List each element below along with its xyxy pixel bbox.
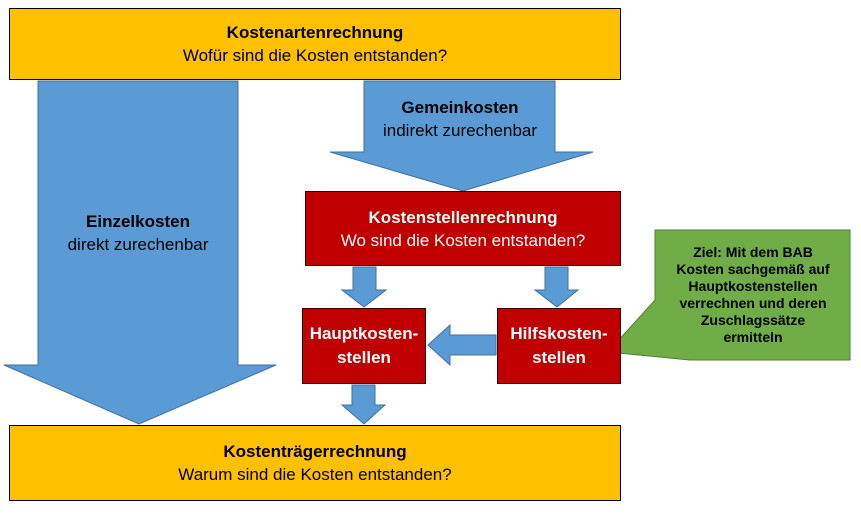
kostentraegerrechnung-title: Kostenträgerrechnung — [223, 442, 407, 461]
hauptkostenstellen-line2: stellen — [337, 348, 391, 367]
kostenartenrechnung-title: Kostenartenrechnung — [226, 23, 404, 42]
hks-to-ktr-arrow — [340, 384, 387, 425]
kostenstellenrechnung-box: Kostenstellenrechnung Wo sind die Kosten… — [305, 191, 621, 266]
kostenstellenrechnung-question: Wo sind die Kosten entstanden? — [340, 230, 586, 250]
callout-line: verrechnen und deren — [679, 295, 827, 311]
einzelkosten-arrow — [3, 80, 277, 425]
hilfskostenstellen-line2: stellen — [532, 348, 586, 367]
gemeinkosten-title: Gemeinkosten — [401, 98, 519, 117]
callout-line: Zuschlagssätze — [700, 312, 806, 328]
kostenartenrechnung-box: Kostenartenrechnung Wofür sind die Koste… — [9, 8, 621, 80]
ksr-to-hks-arrow — [340, 266, 388, 308]
hilfskostenstellen-box: Hilfskosten- stellen — [497, 308, 621, 384]
einzelkosten-title: Einzelkosten — [86, 212, 190, 231]
kostentraegerrechnung-box: Kostenträgerrechnung Warum sind die Kost… — [9, 425, 621, 501]
callout-line: Kosten sachgemäß auf — [676, 261, 830, 277]
callout-line: Hauptkostenstellen — [688, 278, 818, 294]
callout-line: Ziel: Mit dem BAB — [693, 244, 813, 260]
ksr-to-hfs-arrow — [533, 266, 580, 308]
hilfskostenstellen-line1: Hilfskosten- — [510, 324, 608, 343]
callout-text: Ziel: Mit dem BAB Kosten sachgemäß auf H… — [656, 232, 850, 358]
gemeinkosten-arrow — [329, 80, 594, 192]
kostentraegerrechnung-question: Warum sind die Kosten entstanden? — [178, 465, 452, 484]
callout-line: ermitteln — [723, 329, 783, 345]
einzelkosten-label: Einzelkosten direkt zurechenbar — [38, 210, 238, 256]
hauptkostenstellen-box: Hauptkosten- stellen — [302, 308, 426, 384]
kostenstellenrechnung-title: Kostenstellenrechnung — [368, 207, 558, 227]
gemeinkosten-subtitle: indirekt zurechenbar — [382, 121, 538, 140]
einzelkosten-subtitle: direkt zurechenbar — [67, 235, 209, 254]
callout-bubble — [606, 229, 851, 361]
kostenartenrechnung-question: Wofür sind die Kosten entstanden? — [182, 46, 448, 65]
hauptkostenstellen-line1: Hauptkosten- — [309, 324, 419, 343]
gemeinkosten-label: Gemeinkosten indirekt zurechenbar — [360, 96, 560, 142]
hfs-to-hks-arrow — [427, 323, 497, 367]
